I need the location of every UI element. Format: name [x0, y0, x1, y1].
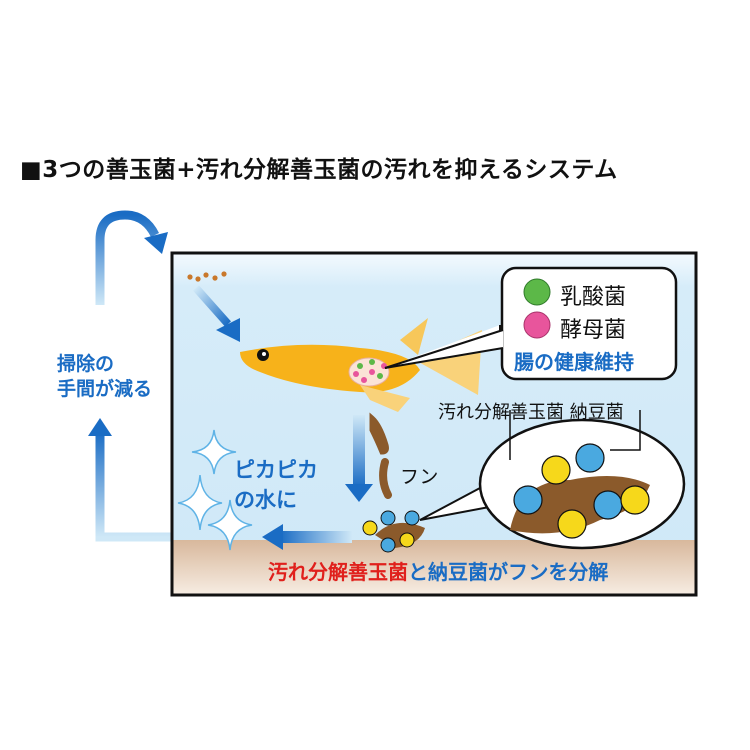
gut-bacteria: [353, 359, 387, 383]
waste: [369, 412, 392, 499]
legend-lactic: 乳酸菌: [560, 285, 627, 310]
lactic-dot: [523, 278, 551, 306]
legend-caption: 腸の健康維持: [514, 350, 634, 374]
down-arrow: [345, 415, 373, 502]
left-arrow: [262, 524, 352, 550]
bottom-caption: 汚れ分解善玉菌と納豆菌がフンを分解: [268, 556, 608, 585]
loop-label-line2: 手間が減る: [57, 378, 153, 400]
page-title: ■3つの善玉菌+汚れ分解善玉菌の汚れを抑えるシステム: [20, 157, 618, 183]
bottom-caption-blue: と納豆菌がフンを分解: [408, 560, 609, 584]
food-arrow: [193, 285, 240, 342]
clean-water-label: ピカピカ の水に: [234, 455, 318, 515]
clean-water-line2: の水に: [234, 488, 297, 512]
bottom-caption-red: 汚れ分解善玉菌: [268, 560, 408, 584]
loop-label-line1: 掃除の: [57, 353, 115, 375]
bacteria-on-waste: [362, 510, 425, 553]
legend-yeast: 酵母菌: [560, 318, 627, 343]
cycle-arrow: [88, 210, 185, 542]
clean-water-line1: ピカピカ: [234, 458, 318, 482]
loop-label: 掃除の 手間が減る: [57, 352, 152, 402]
bacteria-bubble: [419, 410, 686, 550]
legend-callout: [384, 266, 678, 381]
waste-label: フン: [400, 466, 439, 488]
sparkle-icons: [177, 429, 253, 551]
food-pellets: [187, 271, 227, 282]
bacteria-label: 汚れ分解善玉菌 納豆菌: [438, 402, 624, 423]
yeast-dot: [523, 311, 551, 339]
